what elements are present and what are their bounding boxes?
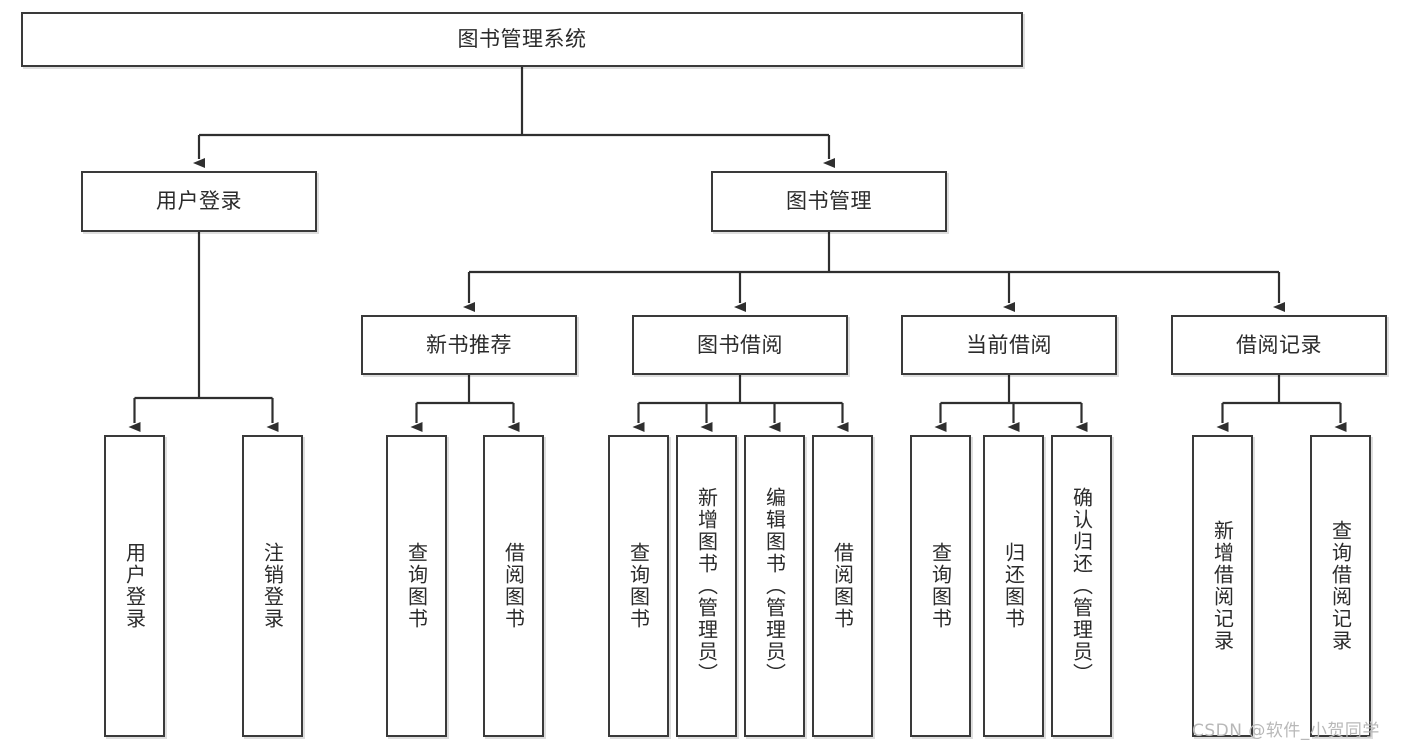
node-label: 新书推荐 bbox=[426, 332, 512, 357]
node-leaf-query-book-2[interactable]: 查询图书 bbox=[608, 435, 669, 737]
node-user-login[interactable]: 用户登录 bbox=[81, 171, 317, 232]
node-label: 借阅图书 bbox=[501, 542, 526, 630]
node-leaf-query-record[interactable]: 查询借阅记录 bbox=[1310, 435, 1371, 737]
node-label: 编辑图书（管理员） bbox=[762, 487, 787, 685]
node-leaf-add-book[interactable]: 新增图书（管理员） bbox=[676, 435, 737, 737]
node-label: 确认归还（管理员） bbox=[1069, 487, 1094, 685]
node-new-book-recommend[interactable]: 新书推荐 bbox=[361, 315, 577, 375]
node-leaf-user-logout[interactable]: 注销登录 bbox=[242, 435, 303, 737]
node-leaf-user-login[interactable]: 用户登录 bbox=[104, 435, 165, 737]
node-leaf-add-record[interactable]: 新增借阅记录 bbox=[1192, 435, 1253, 737]
node-label: 用户登录 bbox=[156, 189, 242, 214]
node-leaf-borrow-book-2[interactable]: 借阅图书 bbox=[812, 435, 873, 737]
node-label: 图书管理 bbox=[786, 189, 872, 214]
node-label: 注销登录 bbox=[260, 542, 285, 630]
node-label: 查询图书 bbox=[928, 542, 953, 630]
node-leaf-query-book-3[interactable]: 查询图书 bbox=[910, 435, 971, 737]
node-leaf-borrow-book-1[interactable]: 借阅图书 bbox=[483, 435, 544, 737]
node-leaf-edit-book[interactable]: 编辑图书（管理员） bbox=[744, 435, 805, 737]
node-label: 新增借阅记录 bbox=[1210, 520, 1235, 652]
node-label: 查询图书 bbox=[626, 542, 651, 630]
node-borrow-record[interactable]: 借阅记录 bbox=[1171, 315, 1387, 375]
node-label: 借阅图书 bbox=[830, 542, 855, 630]
node-label: 图书管理系统 bbox=[457, 27, 587, 52]
node-label: 归还图书 bbox=[1001, 542, 1026, 630]
node-label: 借阅记录 bbox=[1236, 332, 1322, 357]
node-label: 新增图书（管理员） bbox=[694, 487, 719, 685]
node-root-root[interactable]: 图书管理系统 bbox=[21, 12, 1023, 67]
node-current-borrow[interactable]: 当前借阅 bbox=[901, 315, 1117, 375]
node-book-manage[interactable]: 图书管理 bbox=[711, 171, 947, 232]
node-leaf-return-book[interactable]: 归还图书 bbox=[983, 435, 1044, 737]
node-label: 当前借阅 bbox=[966, 332, 1052, 357]
node-label: 查询图书 bbox=[404, 542, 429, 630]
node-leaf-confirm-return[interactable]: 确认归还（管理员） bbox=[1051, 435, 1112, 737]
node-label: 图书借阅 bbox=[697, 332, 783, 357]
node-label: 用户登录 bbox=[122, 542, 147, 630]
node-leaf-query-book-1[interactable]: 查询图书 bbox=[386, 435, 447, 737]
node-label: 查询借阅记录 bbox=[1328, 520, 1353, 652]
node-book-borrow[interactable]: 图书借阅 bbox=[632, 315, 848, 375]
